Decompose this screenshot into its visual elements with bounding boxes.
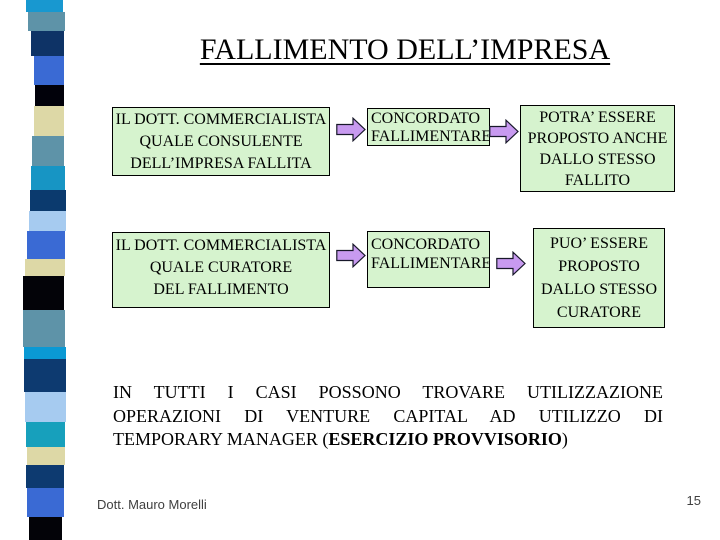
box-line: CONCORDATO	[371, 235, 489, 254]
box-line: FALLIMENTARE	[371, 254, 489, 273]
box-line: DEL FALLIMENTO	[113, 279, 329, 301]
right-arrow-icon	[336, 117, 366, 142]
slide-title: FALLIMENTO DELL’IMPRESA	[100, 33, 710, 67]
stripe-block	[25, 392, 66, 422]
right-arrow-icon	[496, 251, 526, 276]
box-line: PUO’ ESSERE	[534, 232, 664, 255]
box-line: POTRA’ ESSERE	[521, 107, 674, 128]
paragraph-line: IN TUTTI I CASI POSSONO TROVARE UTILIZZA…	[113, 381, 663, 405]
stripe-block	[25, 259, 65, 276]
flow-box-puo-essere-proposto: PUO’ ESSERE PROPOSTO DALLO STESSO CURATO…	[533, 228, 665, 328]
stripe-block	[24, 347, 66, 359]
decorative-stripe	[0, 0, 110, 540]
stripe-block	[26, 465, 64, 488]
stripe-block	[26, 422, 65, 447]
paragraph-text: TEMPORARY MANAGER (	[113, 429, 328, 449]
footer-author: Dott. Mauro Morelli	[97, 497, 207, 512]
stripe-block	[31, 166, 65, 190]
stripe-block	[24, 359, 66, 392]
box-line: IL DOTT. COMMERCIALISTA	[113, 109, 329, 131]
paragraph-text: )	[562, 429, 568, 449]
box-line: PROPOSTO	[534, 255, 664, 278]
stripe-block	[35, 85, 64, 106]
flow-box-potra-essere-proposto: POTRA’ ESSERE PROPOSTO ANCHE DALLO STESS…	[520, 105, 675, 192]
right-arrow-icon	[336, 243, 366, 268]
box-line: DELL’IMPRESA FALLITA	[113, 153, 329, 175]
stripe-block	[34, 56, 64, 85]
stripe-block	[23, 310, 65, 347]
box-line: IL DOTT. COMMERCIALISTA	[113, 235, 329, 257]
flow-box-commercialista-consulente: IL DOTT. COMMERCIALISTA QUALE CONSULENTE…	[112, 107, 330, 176]
stripe-block	[27, 231, 65, 259]
box-line: FALLIMENTARE	[371, 128, 489, 146]
box-line: FALLITO	[521, 170, 674, 191]
box-line: QUALE CURATORE	[113, 257, 329, 279]
box-line: CURATORE	[534, 301, 664, 324]
box-line: PROPOSTO ANCHE	[521, 128, 674, 149]
stripe-block	[28, 12, 65, 31]
stripe-block	[27, 488, 64, 517]
paragraph-line: TEMPORARY MANAGER (ESERCIZIO PROVVISORIO…	[113, 428, 663, 452]
stripe-block	[26, 0, 63, 12]
stripe-block	[30, 190, 66, 211]
paragraph-line: OPERAZIONI DI VENTURE CAPITAL AD UTILIZZ…	[113, 405, 663, 429]
stripe-block	[27, 447, 65, 465]
stripe-block	[32, 136, 64, 166]
stripe-block	[29, 517, 62, 540]
stripe-block	[29, 211, 66, 231]
right-arrow-icon	[489, 119, 519, 144]
flow-box-concordato-fallimentare-1: CONCORDATO FALLIMENTARE	[367, 108, 490, 146]
box-line: DALLO STESSO	[521, 149, 674, 170]
stripe-block	[31, 31, 64, 56]
box-line: QUALE CONSULENTE	[113, 131, 329, 153]
page-number: 15	[687, 493, 701, 508]
stripe-block	[23, 276, 64, 310]
box-line: DALLO STESSO	[534, 278, 664, 301]
flow-box-concordato-fallimentare-2: CONCORDATO FALLIMENTARE	[367, 231, 490, 288]
paragraph-bold-text: ESERCIZIO PROVVISORIO	[328, 429, 562, 449]
stripe-block	[34, 106, 64, 136]
box-line: CONCORDATO	[371, 110, 489, 128]
body-paragraph: IN TUTTI I CASI POSSONO TROVARE UTILIZZA…	[113, 381, 663, 452]
flow-box-commercialista-curatore: IL DOTT. COMMERCIALISTA QUALE CURATORE D…	[112, 232, 330, 308]
